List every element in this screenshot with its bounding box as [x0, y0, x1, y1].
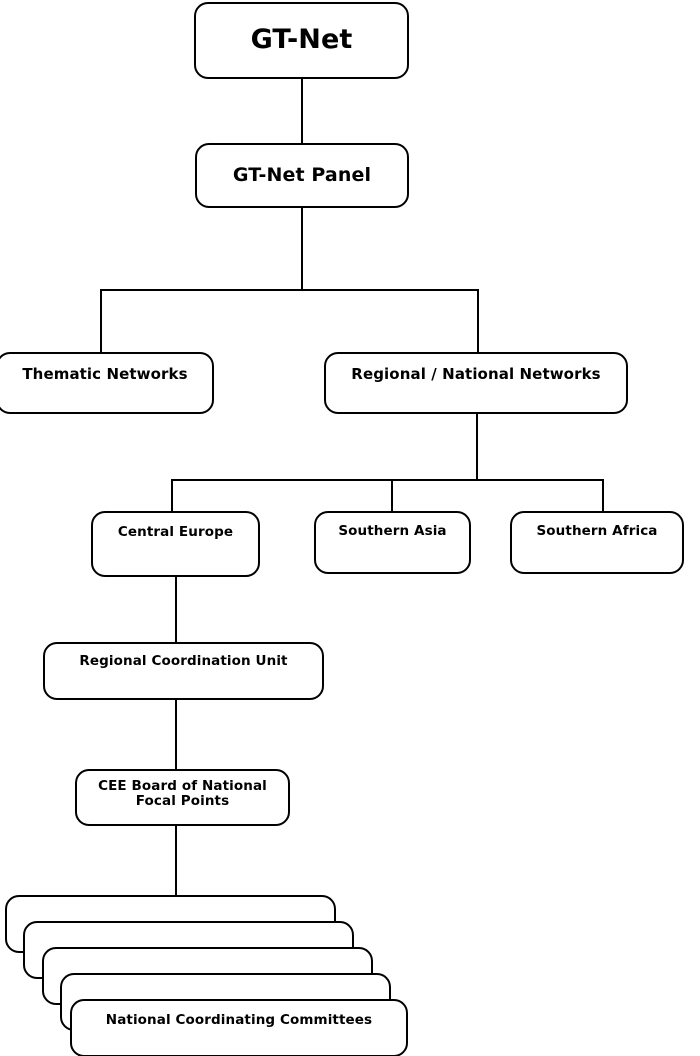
node-national-coordinating-committees[interactable]: National Coordinating Committees [70, 999, 408, 1056]
node-thematic-networks[interactable]: Thematic Networks [0, 352, 214, 414]
node-cee-board[interactable]: CEE Board of National Focal Points [75, 769, 290, 826]
node-regional-national-networks[interactable]: Regional / National Networks [324, 352, 628, 414]
node-central-europe-label: Central Europe [117, 524, 234, 540]
connector-to-central-europe [171, 479, 173, 511]
node-national-coordinating-committees-label: National Coordinating Committees [105, 1012, 373, 1028]
node-southern-africa[interactable]: Southern Africa [510, 511, 684, 574]
node-thematic-networks-label: Thematic Networks [22, 365, 188, 383]
connector-to-southern-asia [391, 479, 393, 511]
node-gt-net-label: GT-Net [250, 24, 353, 56]
node-gt-net-panel-label: GT-Net Panel [232, 163, 372, 186]
connector-central-europe-to-rcu [175, 577, 177, 642]
connector-rcu-to-cee-board [175, 700, 177, 769]
node-southern-asia-label: Southern Asia [338, 523, 447, 539]
connector-regional-down [476, 414, 478, 480]
node-regional-national-networks-label: Regional / National Networks [351, 365, 601, 383]
node-regional-coordination-unit-label: Regional Coordination Unit [79, 653, 288, 669]
node-gt-net-panel[interactable]: GT-Net Panel [195, 143, 409, 208]
connector-to-southern-africa [602, 479, 604, 511]
connector-to-thematic [100, 289, 102, 352]
connector-panel-down [301, 208, 303, 290]
node-gt-net[interactable]: GT-Net [194, 2, 409, 79]
connector-to-regional [477, 289, 479, 352]
node-central-europe[interactable]: Central Europe [91, 511, 260, 577]
connector-split-bar-level3 [171, 479, 604, 481]
node-regional-coordination-unit[interactable]: Regional Coordination Unit [43, 642, 324, 700]
node-cee-board-label: CEE Board of National Focal Points [98, 778, 267, 810]
node-southern-asia[interactable]: Southern Asia [314, 511, 471, 574]
connector-root-to-panel [301, 79, 303, 143]
node-southern-africa-label: Southern Africa [536, 523, 658, 539]
connector-split-bar-level2 [100, 289, 479, 291]
connector-cee-board-to-committees [175, 826, 177, 902]
